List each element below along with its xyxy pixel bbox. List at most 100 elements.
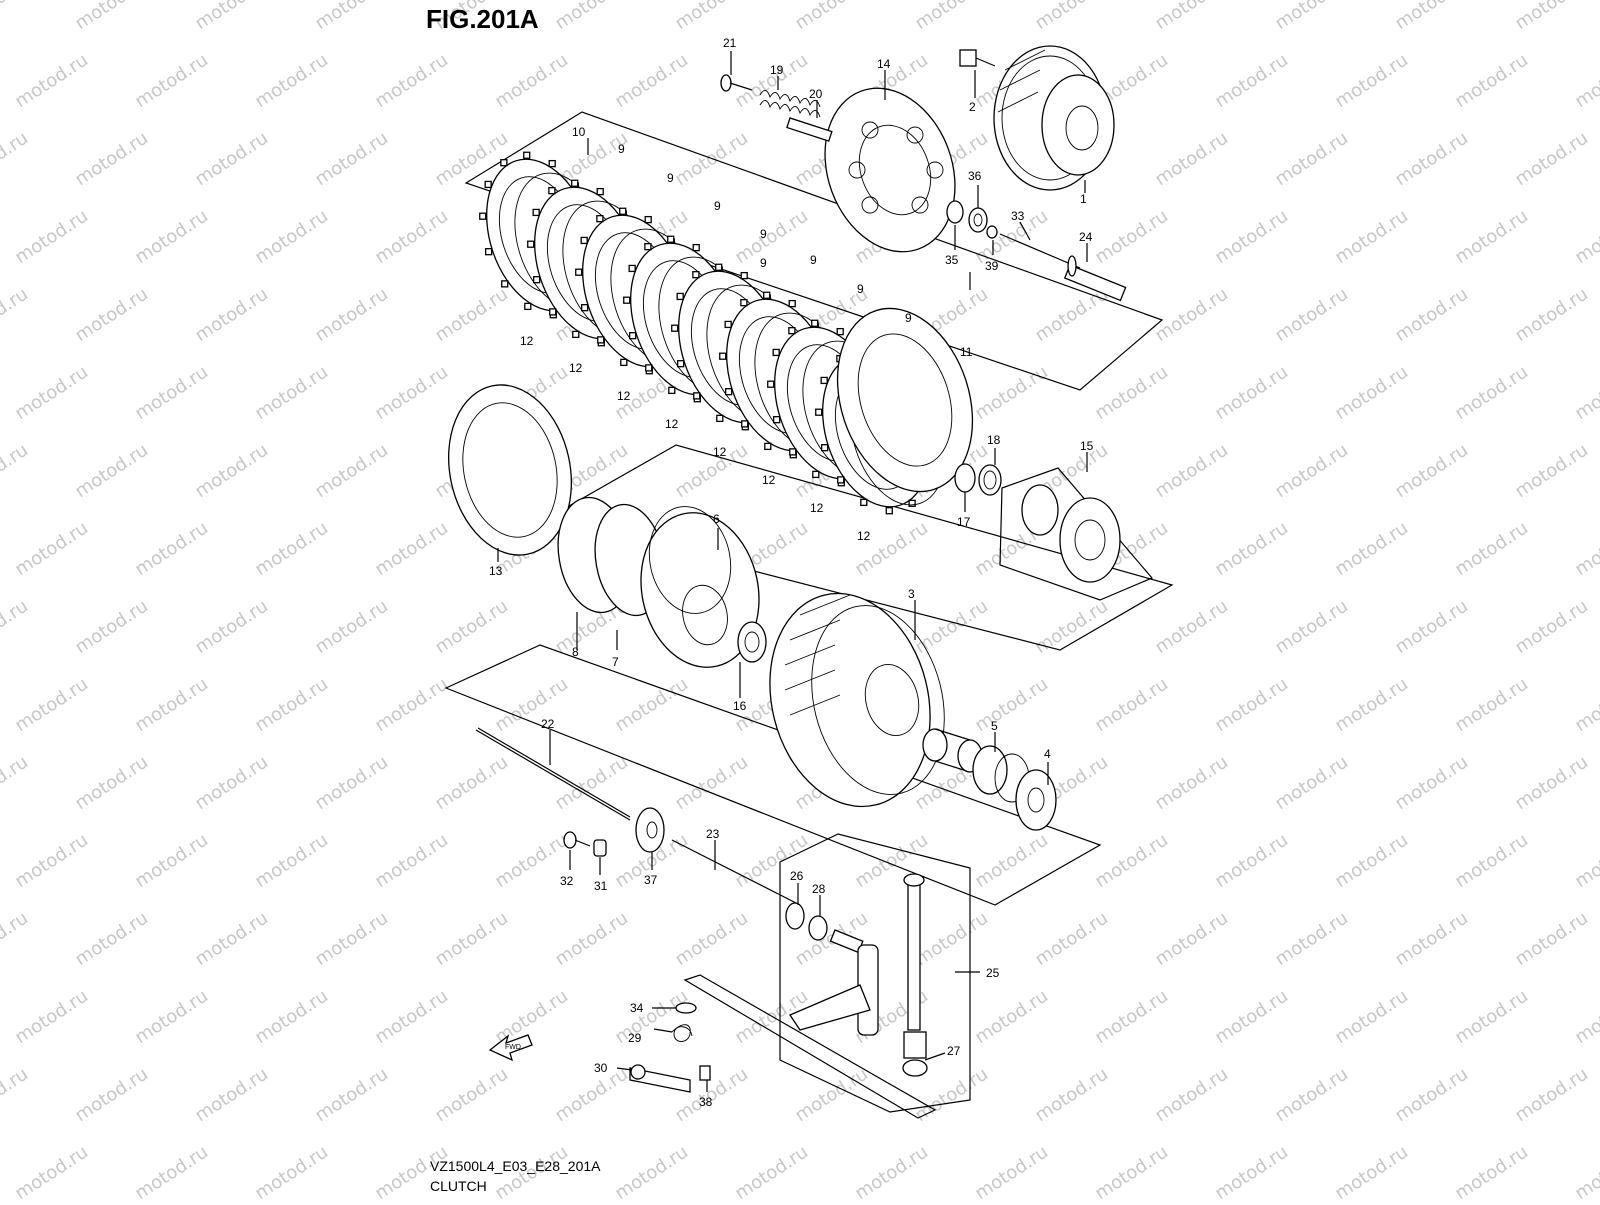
watermark-text: motod.ru (1091, 362, 1172, 425)
watermark-text: motod.ru (371, 518, 452, 581)
callout-layer: 1 2 3 4 5 6 7 8 9 9 9 9 9 9 9 9 10 11 12… (489, 36, 1094, 1109)
watermark-text: motod.ru (1391, 908, 1472, 971)
watermark-text: motod.ru (431, 284, 512, 347)
callout-37: 37 (644, 873, 658, 887)
watermark-text: motod.ru (311, 908, 392, 971)
watermark-text: motod.ru (1571, 986, 1600, 1049)
watermark-text: motod.ru (71, 440, 152, 503)
watermark-text: motod.ru (191, 0, 272, 34)
callout-23: 23 (706, 827, 720, 841)
watermark-text: motod.ru (1271, 284, 1352, 347)
watermark-text: motod.ru (911, 596, 992, 659)
watermark-text: motod.ru (731, 206, 812, 269)
callout-7: 7 (612, 655, 619, 669)
washer-34 (675, 1002, 697, 1014)
watermark-text: motod.ru (611, 50, 692, 113)
watermark-text: motod.ru (851, 518, 932, 581)
watermark-text: motod.ru (1211, 50, 1292, 113)
watermark-text: motod.ru (1511, 0, 1592, 34)
watermark-text: motod.ru (131, 50, 212, 113)
watermark-text: motod.ru (1031, 284, 1112, 347)
callout-4: 4 (1044, 747, 1051, 761)
watermark-text: motod.ru (371, 206, 452, 269)
watermark-text: motod.ru (1091, 674, 1172, 737)
callout-12h: 12 (857, 529, 871, 543)
callout-10: 10 (572, 125, 586, 139)
callout-35: 35 (945, 253, 959, 267)
watermark-text: motod.ru (1571, 50, 1600, 113)
watermark-text: motod.ru (11, 50, 92, 113)
watermark-text: motod.ru (1511, 284, 1592, 347)
watermark-text: motod.ru (311, 0, 392, 34)
watermark-text: motod.ru (251, 986, 332, 1049)
watermark-text: motod.ru (1451, 206, 1532, 269)
rod-33 (999, 233, 1081, 269)
watermark-text: motod.ru (791, 1064, 872, 1127)
callout-26: 26 (790, 869, 804, 883)
watermark-text: motod.ru (1511, 596, 1592, 659)
watermark-text: motod.ru (1391, 1064, 1472, 1127)
watermark-text: motod.ru (1511, 1064, 1592, 1127)
nut-39 (986, 225, 998, 239)
frame-release (779, 833, 971, 1113)
callout-8: 8 (572, 645, 579, 659)
bolt-32 (563, 831, 591, 849)
watermark-text: motod.ru (0, 0, 32, 34)
watermark-text: motod.ru (431, 1064, 512, 1127)
callout-6: 6 (713, 512, 720, 526)
watermark-text: motod.ru (1271, 1064, 1352, 1127)
pressure-plate (993, 45, 1115, 191)
watermark-text: motod.ru (611, 674, 692, 737)
callout-27: 27 (947, 1044, 961, 1058)
watermark-text: motod.ru (0, 128, 32, 191)
watermark-text: motod.ru (191, 1064, 272, 1127)
watermark-text: motod.ru (1331, 50, 1412, 113)
callout-3: 3 (908, 587, 915, 601)
washer-35 (946, 200, 964, 224)
watermark-text: motod.ru (1391, 752, 1472, 815)
watermark-text: motod.ru (1451, 986, 1532, 1049)
watermark-text: motod.ru (251, 50, 332, 113)
watermark-text: motod.ru (1391, 596, 1472, 659)
watermark-text: motod.ru (1151, 908, 1232, 971)
callout-12f: 12 (762, 473, 776, 487)
callout-9d: 9 (760, 227, 767, 241)
watermark-text: motod.ru (1271, 128, 1352, 191)
watermark-text: motod.ru (11, 1142, 92, 1200)
watermark-text: motod.ru (1211, 362, 1292, 425)
watermark-text: motod.ru (1211, 1142, 1292, 1200)
watermark-text: motod.ru (371, 986, 452, 1049)
watermark-text: motod.ru (191, 596, 272, 659)
watermark-text: motod.ru (1151, 128, 1232, 191)
watermark-text: motod.ru (0, 908, 32, 971)
washer-18 (978, 464, 1002, 496)
watermark-text: motod.ru (191, 128, 272, 191)
watermark-text: motod.ru (11, 986, 92, 1049)
watermark-text: motod.ru (1151, 284, 1232, 347)
callout-9a: 9 (618, 142, 625, 156)
watermark-text: motod.ru (251, 206, 332, 269)
watermark-text: motod.ru (131, 674, 212, 737)
callout-14: 14 (877, 57, 891, 71)
watermark-text: motod.ru (1451, 518, 1532, 581)
needle-bearing (972, 745, 1030, 803)
watermark-text: motod.ru (1511, 440, 1592, 503)
watermark-text: motod.ru (1391, 284, 1472, 347)
watermark-text: motod.ru (0, 440, 32, 503)
watermark-text: motod.ru (1271, 596, 1352, 659)
watermark-text: motod.ru (491, 50, 572, 113)
watermark-text: motod.ru (311, 1064, 392, 1127)
watermark-text: motod.ru (311, 440, 392, 503)
callout-25: 25 (986, 966, 1000, 980)
callout-5: 5 (991, 719, 998, 733)
watermark-text: motod.ru (1331, 986, 1412, 1049)
watermark-text: motod.ru (251, 518, 332, 581)
watermark-text: motod.ru (1031, 908, 1112, 971)
watermark-text: motod.ru (1151, 596, 1232, 659)
watermark-text: motod.ru (551, 752, 632, 815)
fwd-label: FWD (505, 1044, 521, 1051)
callout-17: 17 (957, 515, 971, 529)
watermark-text: motod.ru (791, 0, 872, 34)
clutch-housing-3 (769, 592, 945, 808)
